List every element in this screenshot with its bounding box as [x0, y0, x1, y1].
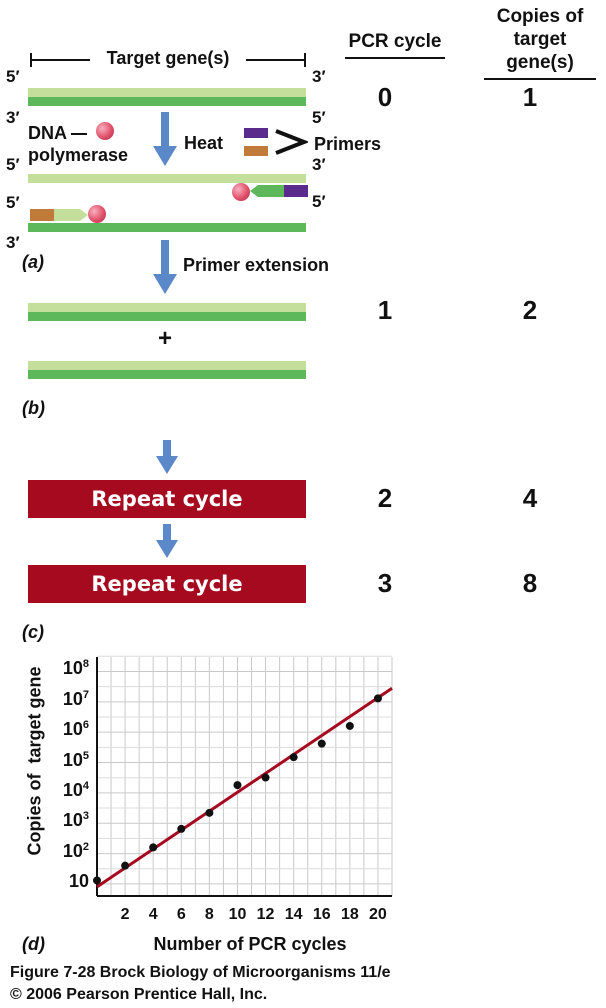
target-gene-label: Target gene(s)	[90, 48, 246, 69]
polymerase-icon	[96, 122, 114, 140]
polymerase-label: polymerase	[28, 145, 129, 165]
down-arrow-heat	[153, 112, 177, 166]
chart-x-tick-label: 8	[204, 906, 214, 923]
dna-strand-top	[28, 88, 306, 97]
target-gene-bracket: Target gene(s)	[30, 48, 306, 69]
chart-y-tick-label: 106	[62, 719, 89, 740]
copies-value: 2	[522, 295, 538, 325]
primer-extension-label: Primer extension	[183, 255, 330, 275]
caption-line1: Figure 7-28 Brock Biology of Microorgani…	[10, 964, 391, 981]
chart-data-point	[373, 694, 382, 703]
product-1-bottom	[28, 312, 306, 321]
separated-strand-top	[28, 174, 306, 183]
dna-polymerase-label: DNA polymerase	[28, 122, 128, 166]
separated-strand-bottom	[28, 223, 306, 232]
strand-5prime-label: 5′	[6, 193, 20, 212]
primer-brown-bound	[30, 209, 54, 221]
primer-extension-arrow-right	[54, 209, 88, 221]
strand-5prime-label: 5′	[6, 67, 20, 86]
pcr-cycle-header-text: PCR cycle	[348, 31, 442, 52]
chart-fit-line	[96, 687, 393, 889]
chart-x-axis-label: Number of PCR cycles	[153, 934, 347, 954]
polymerase-icon	[88, 205, 106, 223]
chart-y-tick-label: 107	[62, 688, 89, 709]
chart-data-point	[177, 824, 186, 833]
down-arrow-repeat-2	[156, 524, 178, 558]
dna-label: DNA	[28, 123, 67, 143]
chart-data-point	[289, 753, 298, 762]
pcr-cycle-header: PCR cycle	[345, 30, 445, 59]
strand-5prime-label: 5′	[6, 155, 20, 174]
chart-data-point	[261, 773, 270, 782]
chart-x-tick-label: 12	[256, 906, 275, 923]
strand-5prime-label: 5′	[312, 192, 326, 211]
panel-c-label: (c)	[22, 622, 44, 642]
chart-x-tick-label: 14	[284, 906, 303, 923]
pcr-cycle-header-underline	[345, 57, 445, 59]
chart-data-point	[93, 876, 101, 885]
primer-purple-bound	[284, 185, 308, 197]
strand-3prime-label: 3′	[6, 108, 20, 127]
chart-y-tick-label: 108	[62, 658, 89, 679]
chart-y-tick-label: 102	[62, 840, 89, 861]
heat-label: Heat	[184, 133, 224, 153]
polymerase-icon	[232, 183, 250, 201]
primers-label: Primers	[314, 134, 382, 154]
chart-data-point	[345, 721, 354, 730]
pcr-cycle-value: 3	[377, 568, 393, 598]
strand-3prime-label: 3′	[6, 233, 20, 252]
chart-y-tick-label: 10	[68, 870, 89, 891]
chart-x-tick-label: 6	[176, 906, 186, 923]
strand-3prime-label: 3′	[312, 67, 326, 86]
product-2-top	[28, 361, 306, 370]
primer-extension-arrow-left	[250, 185, 284, 197]
strand-5prime-label: 5′	[312, 108, 326, 127]
repeat-cycle-box: Repeat cycle	[28, 480, 306, 518]
panel-d-label: (d)	[22, 934, 45, 954]
primer-brown-icon	[244, 146, 268, 156]
copies-header-underline	[484, 78, 596, 80]
chart-x-tick-label: 10	[228, 906, 247, 923]
repeat-cycle-box: Repeat cycle	[28, 565, 306, 603]
chart-y-tick-label: 104	[62, 779, 89, 800]
caption-line2: © 2006 Pearson Prentice Hall, Inc.	[10, 986, 268, 1003]
figure-caption: Figure 7-28 Brock Biology of Microorgani…	[10, 962, 391, 1006]
chart-x-tick-label: 16	[312, 906, 331, 923]
strand-3prime-label: 3′	[312, 155, 326, 174]
copies-header: Copies of target gene(s)	[480, 5, 600, 80]
chart-data-point	[205, 808, 214, 817]
product-2-bottom	[28, 370, 306, 379]
down-arrow-repeat-1	[156, 440, 178, 474]
copies-value: 4	[522, 483, 538, 513]
plus-sign: +	[158, 325, 173, 352]
chart-data-point	[317, 739, 326, 748]
chart-x-tick-label: 18	[340, 906, 359, 923]
product-1-top	[28, 303, 306, 312]
chart-x-tick-label: 2	[120, 906, 130, 923]
copies-header-line2: target gene(s)	[506, 29, 574, 73]
dna-strand-bottom	[28, 97, 306, 106]
chart-y-tick-label: 105	[62, 749, 89, 770]
copies-header-line1: Copies of	[496, 6, 584, 27]
copies-value: 8	[522, 568, 538, 598]
chart-data-point	[233, 781, 242, 790]
down-arrow-extension	[153, 240, 177, 294]
primer-purple-icon	[244, 128, 268, 138]
chart-data-point	[149, 843, 158, 852]
primers-chevron-icon	[275, 129, 308, 155]
pcr-cycle-value: 2	[377, 483, 393, 513]
copies-value: 1	[522, 82, 538, 112]
dna-dash	[71, 133, 87, 136]
pcr-cycle-value: 0	[377, 82, 393, 112]
chart-x-tick-label: 20	[369, 906, 387, 923]
pcr-cycle-value: 1	[377, 295, 393, 325]
panel-a-label: (a)	[22, 252, 44, 272]
chart-data-point	[121, 861, 130, 870]
panel-b-label: (b)	[22, 398, 45, 418]
chart-y-tick-label: 103	[62, 810, 89, 831]
chart-x-tick-label: 4	[148, 906, 158, 923]
